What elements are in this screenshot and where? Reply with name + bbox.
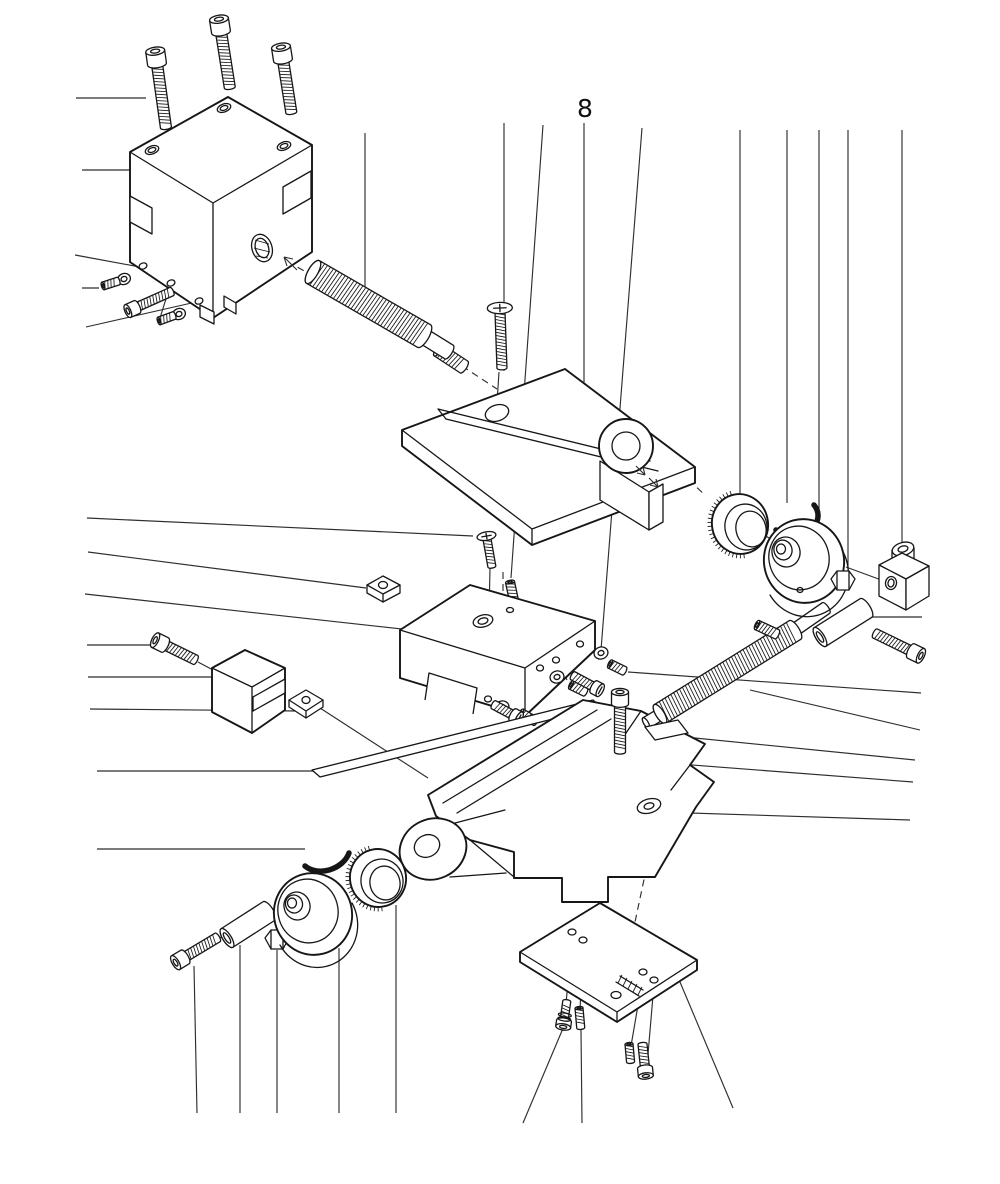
cap-screw-top-3 <box>270 42 298 116</box>
cap-screw-top-1 <box>145 46 173 131</box>
slotted-screw-1 <box>569 671 606 698</box>
nut-set-screw-1 <box>606 659 628 676</box>
cap-screw-top-2 <box>208 14 236 91</box>
lead-screw-bearing-boss <box>398 809 507 881</box>
cross-feed-screw-thread <box>304 259 433 349</box>
clamp-set-screw-1 <box>100 276 121 291</box>
handwheel-right <box>762 518 850 618</box>
leader-line <box>522 1025 565 1124</box>
bearing-bracket <box>598 418 664 531</box>
plate-cap-screw <box>636 1041 654 1080</box>
saddle-base <box>398 699 715 903</box>
mounting-plate <box>519 902 698 1023</box>
tool-post-block <box>129 96 313 325</box>
leader-lines <box>74 97 922 1124</box>
leader-line <box>657 811 911 821</box>
leader-line <box>679 981 734 1109</box>
assembly-axis-dashed <box>461 365 498 390</box>
leader-line <box>74 254 141 268</box>
axis-line <box>845 566 885 582</box>
lead-screw-hole <box>250 233 274 263</box>
nut-washer-2 <box>549 670 565 684</box>
dovetail-clamp-piece <box>644 719 689 741</box>
axis-line <box>197 661 214 671</box>
assembly-arrow-1 <box>283 256 298 271</box>
lead-screw-bracket <box>211 649 286 734</box>
graduated-collar-right <box>707 490 770 559</box>
leader-line <box>749 689 921 731</box>
handle-screw-right <box>871 628 927 664</box>
bracket-slot <box>252 678 286 712</box>
dovetail-notch <box>424 672 478 715</box>
plate-button-screw <box>555 998 573 1031</box>
clamp-notch-right <box>282 170 312 215</box>
leader-line <box>664 734 916 761</box>
cross-feed-lead-screw <box>304 259 470 374</box>
clamp-cap-screw <box>123 286 175 319</box>
plate-set-screw-2 <box>624 1041 636 1065</box>
long-feed-screw-thread <box>652 619 803 725</box>
leader-line <box>193 965 198 1114</box>
handle-sleeve-right <box>812 597 874 648</box>
leader-line <box>84 593 439 634</box>
flat-head-screw-1 <box>486 301 514 371</box>
handwheel-left <box>272 872 359 969</box>
leader-line <box>86 517 474 537</box>
leader-line <box>627 671 922 694</box>
plate-set-screw-1 <box>574 1005 586 1031</box>
graduated-collar-left <box>345 845 407 912</box>
retaining-ring <box>302 850 352 874</box>
axis-line <box>319 707 429 779</box>
plate-slot <box>615 975 644 997</box>
leader-line <box>580 1029 583 1124</box>
nut-washer-1 <box>593 646 609 660</box>
gib-cap-screw <box>149 632 199 666</box>
saddle-screw-hole <box>636 797 662 815</box>
leader-line <box>600 127 643 651</box>
clamp-set-screw-2 <box>156 311 177 326</box>
assembly-arrow-2 <box>635 465 659 488</box>
bracket-end-plate <box>288 689 324 719</box>
saddle-cap-screw <box>610 687 630 755</box>
handle-screw-left <box>169 932 222 971</box>
handle-block <box>878 541 930 611</box>
leader-line <box>85 301 197 328</box>
part-number-label: 8 <box>577 94 593 123</box>
cap-nut-right <box>830 570 856 591</box>
plate-hole <box>484 403 510 423</box>
bracket-stud <box>753 619 781 640</box>
longitudinal-lead-screw <box>641 601 831 729</box>
top-slide-plate <box>401 368 696 546</box>
feed-nut-block <box>399 584 596 717</box>
clamp-notch-left <box>129 195 153 235</box>
leader-line <box>87 551 367 589</box>
flat-head-screw-2 <box>476 530 497 569</box>
square-nut <box>366 575 401 603</box>
